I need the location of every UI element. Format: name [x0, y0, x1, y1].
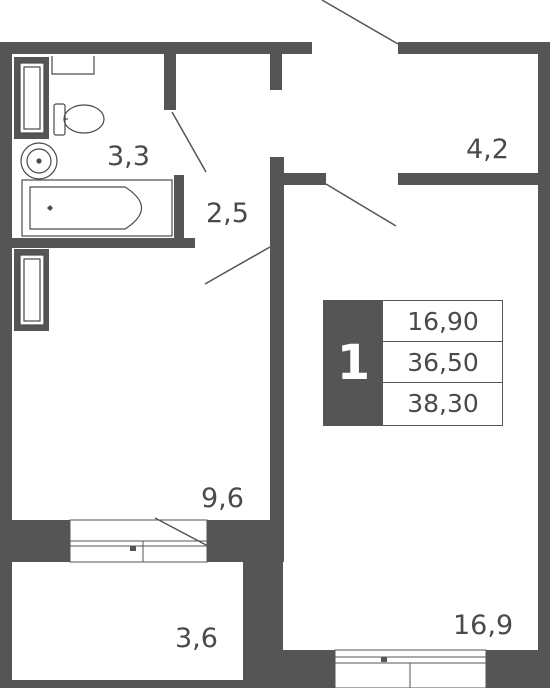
hall-area-label: 2,5 — [206, 198, 249, 229]
wall-corridor-bottom-right — [398, 173, 538, 185]
living-door-swing — [325, 183, 397, 227]
walls — [0, 42, 550, 688]
bathroom-area-label: 3,3 — [107, 141, 150, 172]
doors — [154, 0, 399, 547]
window-handle — [381, 657, 387, 662]
living-window — [334, 649, 487, 688]
wall-kitchen-bottom-left — [12, 520, 70, 562]
kitchen-radiator-icon — [14, 249, 49, 331]
corridor-area-label: 4,2 — [466, 134, 509, 165]
kitchen-area-label: 9,6 — [201, 483, 244, 514]
wall-bath-right — [174, 175, 184, 245]
wall-top-right — [398, 42, 550, 54]
apartment-summary-badge: 1 16,90 36,50 38,30 — [323, 300, 503, 426]
window-handle — [130, 546, 136, 551]
balcony-door-swing — [154, 517, 209, 547]
bathtub-icon — [21, 179, 173, 237]
kitchen-door-swing — [204, 246, 271, 285]
wall-living-bottom-right — [486, 650, 538, 688]
toilet-icon — [53, 103, 105, 136]
balcony-area-label: 3,6 — [175, 623, 218, 654]
washing-machine-icon — [51, 56, 95, 75]
wall-left — [0, 42, 12, 688]
wall-corridor-bottom-left — [282, 173, 326, 185]
wall-living-left — [270, 157, 284, 524]
living-area-value: 16,90 — [383, 301, 503, 342]
wall-top-left — [0, 42, 312, 54]
wall-hall-stub — [270, 54, 282, 90]
window-handle — [518, 678, 524, 682]
kitchen-window — [69, 519, 208, 563]
wall-bath-stub — [164, 54, 176, 110]
living-room-area-label: 16,9 — [453, 610, 514, 641]
sink-icon — [20, 142, 58, 180]
wall-kitchen-bottom-right — [207, 520, 284, 562]
bathroom-door-swing — [171, 111, 207, 173]
wall-right — [538, 42, 550, 688]
towel-rail-icon — [14, 57, 49, 139]
wall-balcony-right — [243, 562, 283, 688]
total-area-value: 36,50 — [383, 342, 503, 383]
bathroom-fixtures — [14, 56, 173, 237]
entrance-door-swing — [321, 0, 399, 45]
wall-balcony-bottom — [12, 680, 243, 688]
wall-bath-bottom — [12, 238, 195, 248]
wall-living-bottom-left — [283, 650, 335, 688]
windows — [69, 519, 524, 688]
room-count: 1 — [324, 301, 383, 425]
area-with-balcony-value: 38,30 — [407, 389, 479, 418]
